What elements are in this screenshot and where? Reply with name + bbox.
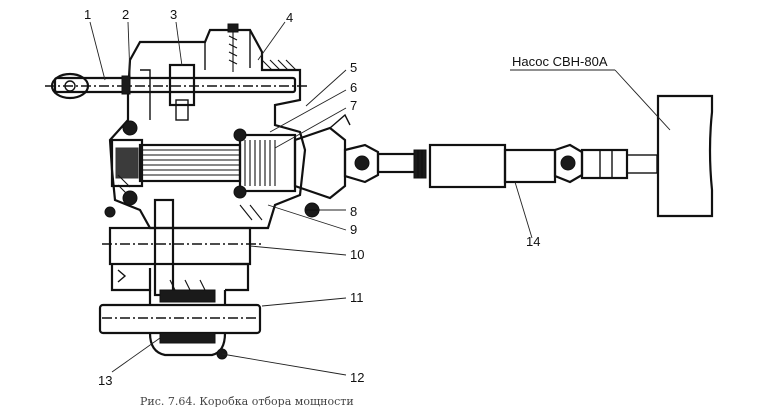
callout-14: 14 (526, 234, 540, 249)
callout-5: 5 (350, 60, 357, 75)
callout-9: 9 (350, 222, 357, 237)
gearbox-housing (108, 23, 307, 230)
callout-3: 3 (170, 7, 177, 22)
lower-gear-housing (98, 198, 262, 360)
leader-lines (89, 21, 671, 376)
callout-8: 8 (350, 204, 357, 219)
lower-gear-teeth (159, 279, 216, 344)
shift-rod (45, 63, 310, 121)
top-bolt (227, 23, 239, 33)
callout-2: 2 (122, 7, 129, 22)
callout-4: 4 (286, 10, 293, 25)
spline-lines (140, 149, 240, 176)
callout-labels: 1 2 3 4 5 6 7 8 9 10 11 12 13 14 (84, 7, 540, 388)
bearing-hatching (244, 140, 276, 186)
pump-label: Насос СВН-80А (512, 54, 608, 69)
callout-12: 12 (350, 370, 364, 385)
figure-caption: Рис. 7.64. Коробка отбора мощности (140, 395, 354, 407)
cardan-shaft (343, 143, 658, 189)
callout-7: 7 (350, 98, 357, 113)
callout-11: 11 (350, 290, 364, 305)
callout-6: 6 (350, 80, 357, 95)
callout-13: 13 (98, 373, 112, 388)
housing-hatching (117, 59, 297, 221)
splined-shaft (104, 120, 297, 218)
callout-10: 10 (350, 247, 364, 262)
pump-body (656, 94, 714, 218)
callout-1: 1 (84, 7, 91, 22)
